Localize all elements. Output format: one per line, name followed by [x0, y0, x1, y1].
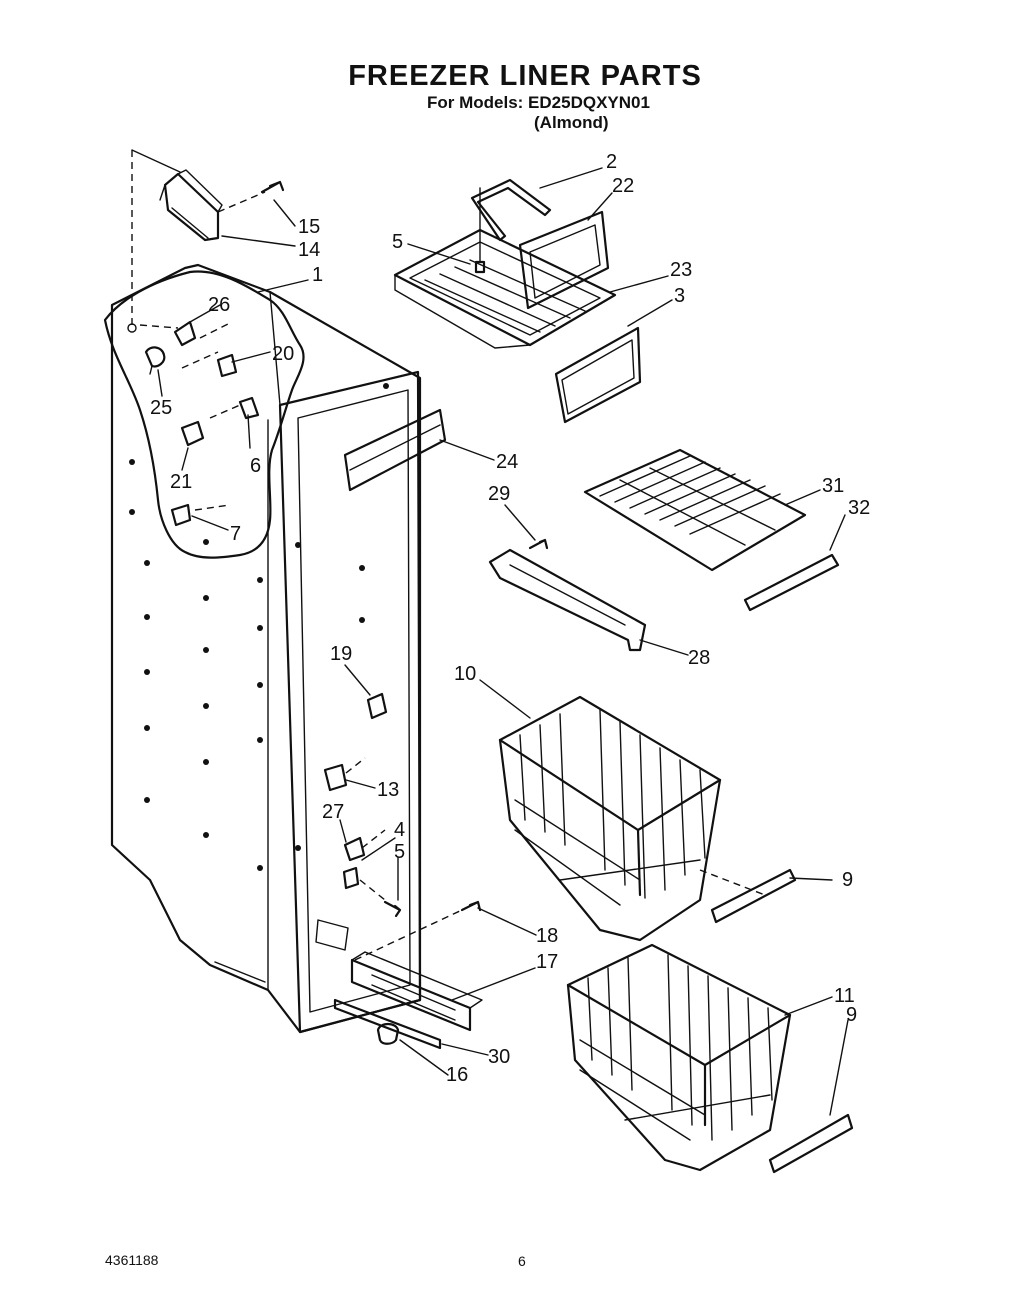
support-part-28 [488, 548, 647, 652]
handle-part-14 [159, 169, 223, 242]
callout-labels: 2 22 5 23 3 1 15 14 26 20 25 6 21 7 24 2… [150, 151, 870, 1086]
callout-3: 3 [674, 285, 685, 307]
callout-26: 26 [208, 294, 230, 316]
freezer-liner [103, 263, 422, 1034]
shelf-trim-part-32 [743, 553, 840, 612]
callout-13: 13 [377, 779, 399, 801]
callout-24: 24 [496, 451, 518, 473]
callout-29: 29 [488, 483, 510, 505]
callout-19: 19 [330, 643, 352, 665]
basket-part-10 [498, 695, 722, 942]
callout-14: 14 [298, 239, 320, 261]
screw-part-18 [460, 900, 482, 912]
thermostat-part-13 [323, 763, 348, 792]
color-subtitle: (Almond) [534, 113, 609, 132]
diagram-title: FREEZER LINER PARTS [348, 60, 702, 92]
rail-part-17 [350, 951, 483, 1032]
trim-part-9-lower [768, 1113, 854, 1174]
callout-16: 16 [446, 1064, 468, 1086]
callout-11: 11 [834, 985, 855, 1007]
clip-part-6 [238, 396, 260, 420]
callout-28: 28 [688, 647, 710, 669]
callout-20: 20 [272, 343, 294, 365]
callout-15: 15 [298, 216, 320, 238]
shelf-panel-part-3 [554, 326, 642, 424]
fastener-part-7 [170, 503, 192, 527]
clamp-part-4 [342, 866, 360, 890]
screw-part-5-upper [474, 260, 486, 274]
louver-part-24 [343, 408, 447, 492]
basket-part-11 [566, 943, 792, 1172]
callout-10: 10 [454, 663, 476, 685]
callout-30: 30 [488, 1046, 510, 1068]
callout-7: 7 [230, 523, 241, 545]
callout-4: 4 [394, 819, 405, 841]
callout-31: 31 [822, 475, 844, 497]
screw-part-15 [260, 180, 285, 194]
gasket-part-30 [333, 998, 442, 1050]
callout-9-lower: 9 [846, 1004, 857, 1026]
shelf-handle-part-2 [470, 178, 552, 242]
callout-21: 21 [170, 471, 192, 493]
shelf-window-part-22 [518, 210, 610, 310]
trim-part-9-upper [710, 868, 797, 924]
callout-27: 27 [322, 801, 344, 823]
bracket-part-21 [180, 420, 205, 447]
connector-part-19 [366, 692, 388, 720]
callout-2: 2 [606, 151, 617, 173]
callout-18: 18 [536, 925, 558, 947]
callout-23: 23 [670, 259, 692, 281]
callout-22: 22 [612, 175, 634, 197]
callout-5-upper: 5 [392, 231, 403, 253]
cap-part-16 [376, 1022, 400, 1045]
models-subtitle: For Models: ED25DQXYN01 [427, 93, 650, 112]
callout-6: 6 [250, 455, 261, 477]
page-number: 6 [518, 1253, 526, 1269]
callout-25: 25 [150, 397, 172, 419]
screw-part-29 [528, 538, 549, 550]
bulb-part-25 [144, 346, 166, 375]
sensor-part-27 [343, 836, 366, 862]
callout-9-upper: 9 [842, 869, 853, 891]
screw-part-5-lower [383, 900, 402, 918]
callout-32: 32 [848, 497, 870, 519]
switch-part-20 [216, 353, 238, 378]
callout-1: 1 [312, 264, 323, 286]
lamp-socket-part-26 [127, 320, 197, 347]
leader-lines [157, 167, 849, 1116]
shelf-frame-part-23 [393, 228, 617, 349]
callout-5-lower: 5 [394, 841, 405, 863]
callout-17: 17 [536, 951, 558, 973]
wire-shelf-part-31 [583, 448, 807, 572]
document-number: 4361188 [105, 1252, 159, 1268]
